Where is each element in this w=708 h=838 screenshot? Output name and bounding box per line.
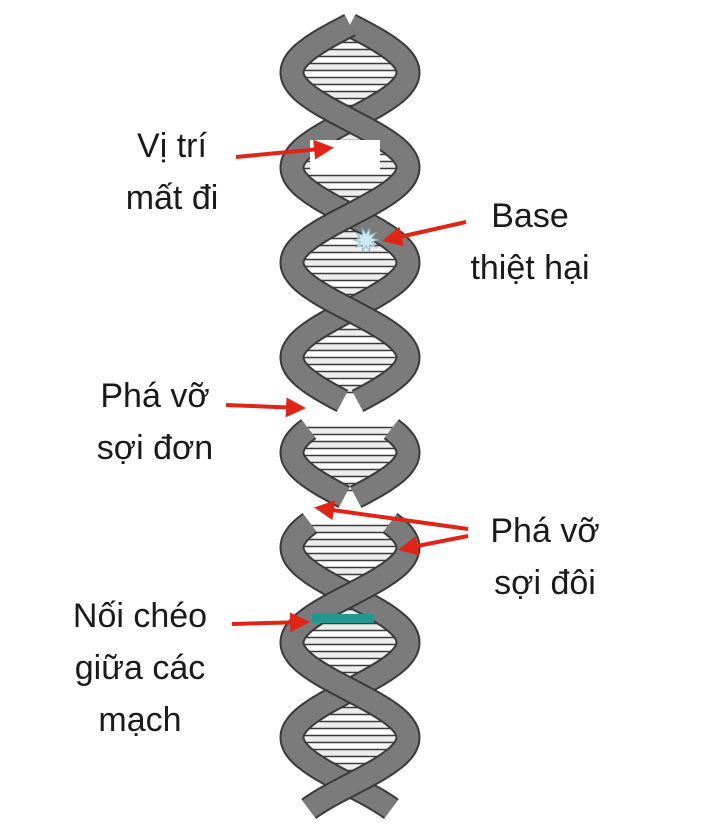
- label-interstrand-crosslink-line3: mạch: [98, 701, 182, 739]
- backbone-strand-b: [281, 420, 350, 507]
- label-missing-site-line1: Vị trí: [137, 127, 207, 165]
- damaged-base-star: [352, 226, 380, 254]
- arrow-damaged-base: [382, 220, 467, 247]
- arrow-missing-site: [235, 139, 334, 160]
- label-double-strand-break-line1: Phá vỡ: [490, 512, 600, 550]
- dna-double-helix: [279, 13, 421, 820]
- base-pair-rung: [292, 62, 408, 72]
- crosslink-bar: [312, 614, 374, 623]
- arrow-single-strand-break: [225, 397, 306, 418]
- backbone-strand-a: [281, 514, 419, 818]
- backbone-strand-b: [281, 514, 419, 818]
- backbone-strand-b: [281, 15, 419, 411]
- arrow-double-strand-break-b: [398, 534, 469, 556]
- label-single-strand-break: Phá vỡ sợi đơn: [80, 370, 230, 474]
- base-pair-rung: [291, 356, 409, 366]
- label-damaged-base: Base thiệt hại: [450, 190, 610, 294]
- label-arrows: [225, 139, 469, 633]
- label-double-strand-break: Phá vỡ sợi đôi: [470, 505, 620, 609]
- missing-base-site: [310, 140, 380, 170]
- base-pair-rung: [301, 524, 399, 534]
- label-missing-site: Vị trí mất đi: [112, 120, 232, 224]
- arrow-crosslink: [231, 612, 310, 633]
- label-double-strand-break-line2: sợi đôi: [494, 564, 596, 602]
- backbone-strand-a: [350, 420, 419, 507]
- base-pair-rung: [305, 426, 395, 436]
- base-pair-rung: [291, 734, 409, 744]
- base-pair-rung: [291, 538, 409, 548]
- base-pair-rung: [291, 258, 409, 268]
- label-interstrand-crosslink-line2: giữa các: [74, 649, 206, 687]
- label-interstrand-crosslink-line1: Nối chéo: [72, 597, 208, 635]
- label-damaged-base-line2: thiệt hại: [470, 249, 590, 287]
- label-interstrand-crosslink: Nối chéo giữa các mạch: [50, 590, 230, 746]
- label-single-strand-break-line2: sợi đơn: [96, 429, 214, 467]
- label-single-strand-break-line1: Phá vỡ: [100, 377, 210, 415]
- label-damaged-base-line1: Base: [491, 197, 569, 235]
- label-missing-site-line2: mất đi: [125, 179, 219, 217]
- arrow-double-strand-break-a: [314, 500, 469, 531]
- base-pair-rung: [291, 636, 409, 646]
